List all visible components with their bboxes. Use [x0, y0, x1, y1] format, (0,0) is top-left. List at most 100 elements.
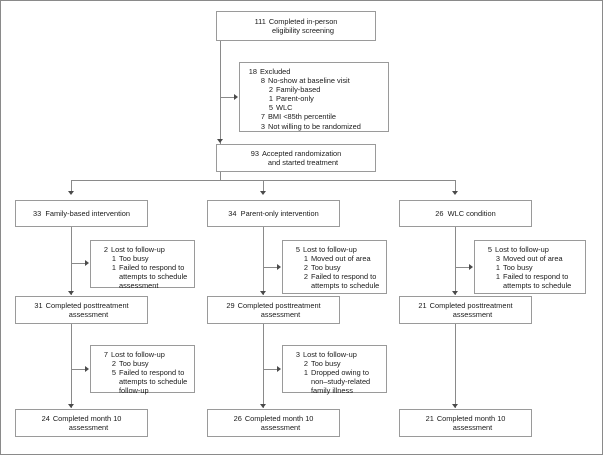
loss2-parent-only-label: Dropped owing to non–study-related famil…	[311, 368, 373, 396]
excluded-count: 2	[268, 85, 273, 95]
final-line2-family-based: assessment	[68, 423, 109, 432]
loss2-family-based-label: Lost to follow-up	[111, 350, 165, 359]
randomized-count: 93	[250, 148, 259, 158]
arm-title-parent-only: 34 Parent-only intervention	[207, 200, 340, 227]
final-box-parent-only: 26 Completed month 10 assessment	[207, 409, 340, 437]
connector-bus-drop-2	[263, 180, 264, 192]
arm-title-label-family-based: Family-based intervention	[45, 208, 130, 218]
connector-arm1-seg1	[71, 227, 72, 295]
connector-arm1-to-loss1	[71, 263, 85, 264]
final-count-family-based: 24	[41, 413, 50, 423]
connector-arm2-seg1	[263, 227, 264, 295]
arm-title-wlc: 26 WLC condition	[399, 200, 532, 227]
loss2-family-based-label: Too busy	[119, 359, 149, 369]
arrow-arm2-to-final	[260, 404, 266, 408]
excluded-count: 5	[268, 103, 273, 113]
loss1-wlc-count: 1	[495, 272, 500, 282]
post-line2-family-based: assessment	[68, 310, 109, 319]
connector-arm1-to-loss2	[71, 369, 85, 370]
loss1-parent-only-count: 2	[303, 272, 308, 282]
arrow-arm1-to-post	[68, 291, 74, 295]
loss1-parent-only-count: 2	[303, 263, 308, 273]
connector-bus-drop-3	[455, 180, 456, 192]
loss1-parent-only-label: Too busy	[311, 263, 341, 273]
final-line2-parent-only: assessment	[260, 423, 301, 432]
final-line1-parent-only: Completed month 10	[244, 413, 314, 423]
loss2-family-based-count: 7	[103, 350, 108, 359]
loss2-parent-only-count: 1	[303, 368, 308, 378]
screening-line2: eligibility screening	[271, 26, 335, 35]
post-count-family-based: 31	[34, 300, 43, 310]
arrow-to-arm-family-based	[68, 191, 74, 195]
arm-title-count-wlc: 26	[435, 208, 444, 218]
loss1-wlc-label: Lost to follow-up	[495, 245, 549, 254]
excluded-count: 1	[268, 94, 273, 104]
post-line1-wlc: Completed posttreatment	[429, 300, 513, 310]
loss2-parent-only-label: Too busy	[311, 359, 341, 369]
connector-arm3-seg1	[455, 227, 456, 295]
arrow-to-excluded	[234, 94, 238, 100]
loss2-parent-only-count: 3	[295, 350, 300, 359]
arm-title-label-parent-only: Parent-only intervention	[240, 208, 319, 218]
final-count-parent-only: 26	[233, 413, 242, 423]
post-box-family-based: 31 Completed posttreatment assessment	[15, 296, 148, 324]
post-count-wlc: 21	[418, 300, 427, 310]
post-line2-parent-only: assessment	[260, 310, 301, 319]
loss1-wlc-label: Moved out of area	[503, 254, 563, 264]
excluded-label: Not willing to be randomized	[268, 121, 361, 131]
loss2-parent-only-label: Lost to follow-up	[303, 350, 357, 359]
loss1-family-based-label: Lost to follow-up	[111, 245, 165, 254]
loss1-wlc-count: 5	[487, 245, 492, 254]
loss1-parent-only-label: Failed to respond to attempts to schedul…	[311, 272, 380, 291]
post-line2-wlc: assessment	[452, 310, 493, 319]
loss1-parent-only-count: 5	[295, 245, 300, 254]
loss1-wlc-count: 1	[495, 263, 500, 273]
loss1-wlc-count: 3	[495, 254, 500, 264]
loss1-wlc-label: Too busy	[503, 263, 533, 273]
excluded-label: BMI <85th percentile	[268, 112, 336, 122]
final-line2-wlc: assessment	[452, 423, 493, 432]
post-line1-parent-only: Completed posttreatment	[237, 300, 321, 310]
randomized-box: 93 Accepted randomization and started tr…	[216, 144, 376, 172]
connector-arm1-seg2	[71, 324, 72, 408]
loss1-family-based-count: 1	[111, 263, 116, 273]
connector-screening-spine	[220, 41, 221, 145]
randomized-line2: and started treatment	[267, 158, 339, 167]
arm-title-count-family-based: 33	[33, 208, 42, 218]
excluded-count: 8	[260, 76, 265, 86]
excluded-label: Excluded	[260, 67, 291, 76]
arrow-arm2-to-post	[260, 291, 266, 295]
arm-title-count-parent-only: 34	[228, 208, 237, 218]
connector-arm2-seg2	[263, 324, 264, 408]
excluded-label: WLC	[276, 103, 293, 113]
loss2-family-based-label: Failed to respond to attempts to schedul…	[119, 368, 190, 396]
arrow-to-arm-parent-only	[260, 191, 266, 195]
final-count-wlc: 21	[425, 413, 434, 423]
randomized-line1: Accepted randomization	[261, 148, 342, 158]
connector-arm3-to-loss1	[455, 267, 469, 268]
arrow-to-arm-wlc	[452, 191, 458, 195]
loss1-wlc-label: Failed to respond to attempts to schedul…	[503, 272, 572, 291]
loss2-family-based-count: 2	[111, 359, 116, 369]
post-box-wlc: 21 Completed posttreatment assessment	[399, 296, 532, 324]
